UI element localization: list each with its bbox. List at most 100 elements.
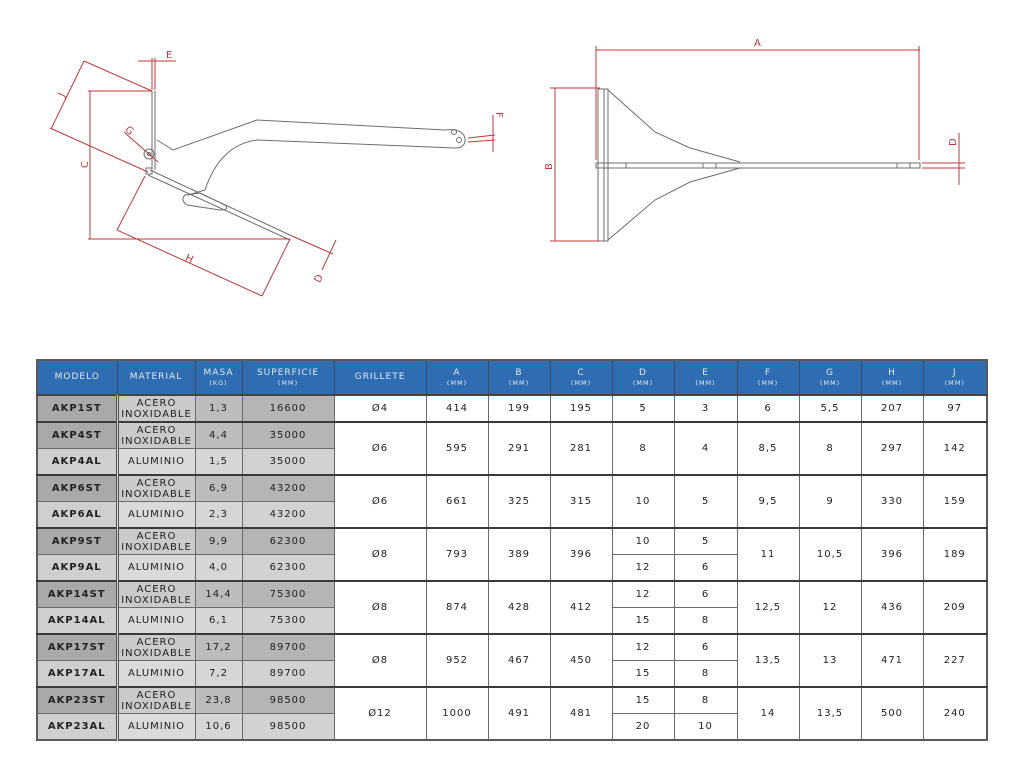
col-header-h: H(MM) — [860, 359, 924, 396]
cell-j: 159 — [922, 474, 988, 529]
cell-d: 5 — [611, 394, 675, 423]
cell-j: 97 — [922, 394, 988, 423]
anchor-top-view-drawing: A B D — [540, 30, 990, 260]
cell-e: 8 — [673, 607, 738, 635]
cell-masa: 17,2 — [194, 633, 243, 661]
cell-c: 195 — [549, 394, 613, 423]
cell-modelo: AKP23ST — [36, 686, 119, 714]
cell-superficie: 75300 — [241, 580, 335, 608]
cell-modelo: AKP1ST — [36, 394, 119, 423]
cell-material: ALUMINIO — [116, 713, 196, 741]
cell-h: 396 — [860, 527, 924, 582]
cell-modelo: AKP4ST — [36, 421, 119, 449]
cell-c: 396 — [549, 527, 613, 582]
cell-a: 952 — [425, 633, 489, 688]
cell-superficie: 98500 — [241, 686, 335, 714]
cell-d: 15 — [611, 607, 675, 635]
cell-modelo: AKP14AL — [36, 607, 119, 635]
col-header-masa: MASA(KG) — [194, 359, 243, 396]
cell-material: ALUMINIO — [116, 501, 196, 529]
cell-g: 13,5 — [798, 686, 862, 741]
cell-e: 8 — [673, 660, 738, 688]
label-d-top: D — [948, 138, 959, 146]
label-g: G — [122, 124, 135, 137]
cell-b: 291 — [487, 421, 551, 476]
cell-grillete: Ø8 — [333, 580, 427, 635]
cell-e: 10 — [673, 713, 738, 741]
cell-e: 5 — [673, 527, 738, 555]
cell-superficie: 98500 — [241, 713, 335, 741]
col-header-b: B(MM) — [487, 359, 551, 396]
cell-d: 20 — [611, 713, 675, 741]
cell-superficie: 62300 — [241, 554, 335, 582]
cell-grillete: Ø8 — [333, 527, 427, 582]
cell-grillete: Ø4 — [333, 394, 427, 423]
cell-material: ALUMINIO — [116, 660, 196, 688]
cell-f: 14 — [736, 686, 800, 741]
cell-j: 142 — [922, 421, 988, 476]
cell-e: 3 — [673, 394, 738, 423]
cell-modelo: AKP23AL — [36, 713, 119, 741]
cell-masa: 1,5 — [194, 448, 243, 476]
col-header-modelo: MODELO — [36, 359, 118, 396]
cell-superficie: 89700 — [241, 660, 335, 688]
cell-g: 9 — [798, 474, 862, 529]
cell-superficie: 75300 — [241, 607, 335, 635]
cell-d: 15 — [611, 686, 675, 714]
cell-modelo: AKP9ST — [36, 527, 119, 555]
col-header-g: G(MM) — [798, 359, 862, 396]
col-header-c: C(MM) — [549, 359, 613, 396]
label-h: H — [183, 253, 194, 266]
cell-j: 240 — [922, 686, 988, 741]
cell-masa: 6,1 — [194, 607, 243, 635]
cell-g: 12 — [798, 580, 862, 635]
cell-d: 10 — [611, 474, 675, 529]
cell-h: 436 — [860, 580, 924, 635]
label-c: C — [80, 161, 91, 168]
cell-f: 8,5 — [736, 421, 800, 476]
col-header-j: J(MM) — [922, 359, 988, 396]
cell-grillete: Ø6 — [333, 421, 427, 476]
label-a: A — [754, 38, 761, 49]
cell-grillete: Ø12 — [333, 686, 427, 741]
cell-modelo: AKP4AL — [36, 448, 119, 476]
label-e: E — [166, 50, 172, 61]
cell-b: 325 — [487, 474, 551, 529]
cell-f: 9,5 — [736, 474, 800, 529]
cell-modelo: AKP9AL — [36, 554, 119, 582]
cell-masa: 7,2 — [194, 660, 243, 688]
cell-g: 10,5 — [798, 527, 862, 582]
col-header-material: MATERIAL — [116, 359, 196, 396]
cell-modelo: AKP14ST — [36, 580, 119, 608]
label-d: D — [313, 273, 326, 285]
cell-c: 315 — [549, 474, 613, 529]
cell-b: 491 — [487, 686, 551, 741]
cell-a: 414 — [425, 394, 489, 423]
cell-g: 5,5 — [798, 394, 862, 423]
cell-superficie: 35000 — [241, 421, 335, 449]
cell-d: 15 — [611, 660, 675, 688]
table-row: AKP17AL ALUMINIO 7,2 89700 15 8 — [36, 660, 987, 688]
col-header-d: D(MM) — [611, 359, 675, 396]
cell-c: 481 — [549, 686, 613, 741]
cell-j: 189 — [922, 527, 988, 582]
table-row: AKP23AL ALUMINIO 10,6 98500 20 10 — [36, 713, 987, 741]
cell-grillete: Ø8 — [333, 633, 427, 688]
cell-masa: 1,3 — [194, 394, 243, 423]
cell-modelo: AKP17AL — [36, 660, 119, 688]
cell-h: 207 — [860, 394, 924, 423]
cell-a: 1000 — [425, 686, 489, 741]
cell-a: 595 — [425, 421, 489, 476]
cell-b: 199 — [487, 394, 551, 423]
cell-material: ALUMINIO — [116, 607, 196, 635]
anchor-specifications-table: MODELO MATERIAL MASA(KG) SUPERFICIE(MM) … — [36, 359, 988, 741]
cell-superficie: 62300 — [241, 527, 335, 555]
col-header-superficie: SUPERFICIE(MM) — [241, 359, 335, 396]
